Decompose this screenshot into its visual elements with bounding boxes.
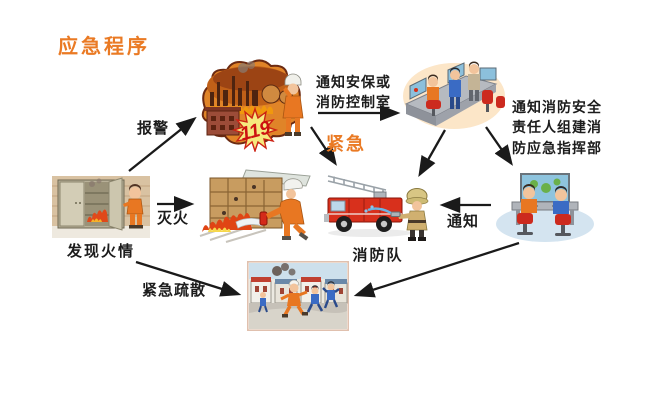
edge-label-report: 报警 (137, 120, 170, 137)
edge-label-notify-security: 通知安保或 消防控制室 (316, 74, 391, 111)
arrow-controlroom-to-brigade (418, 129, 446, 177)
burning-plant-call-119-illustration: 119 (201, 59, 304, 152)
edge-label-notify: 通知 (447, 213, 480, 230)
discover-fire-label: 发现火情 (66, 243, 135, 260)
emergency-command-desk-illustration (496, 173, 594, 242)
edge-label-evacuate: 紧急疏散 (142, 282, 207, 299)
node-evacuation (247, 261, 349, 331)
fire-engine-firefighter-illustration (324, 175, 429, 241)
node-command-post (494, 168, 596, 244)
node-discover-fire: 发现火情 (52, 176, 150, 261)
fire-control-room-illustration (403, 61, 505, 129)
people-evacuating-illustration (247, 261, 349, 331)
node-fire-brigade: 消防队 (322, 170, 434, 265)
edge-label-extinguish: 灭火 (157, 210, 190, 227)
node-call-119: 119 (197, 56, 309, 152)
person-discovers-cabinet-fire-illustration (52, 176, 150, 238)
node-extinguishing (196, 166, 314, 246)
edge-label-notify-chief: 通知消防安全 责任人组建消 防应急指挥部 (512, 99, 602, 156)
node-control-room (402, 58, 507, 134)
edge-label-urgent: 紧急 (326, 134, 366, 154)
worker-extinguishing-fire-illustration (199, 169, 311, 243)
page-title: 应急程序 (58, 36, 150, 58)
